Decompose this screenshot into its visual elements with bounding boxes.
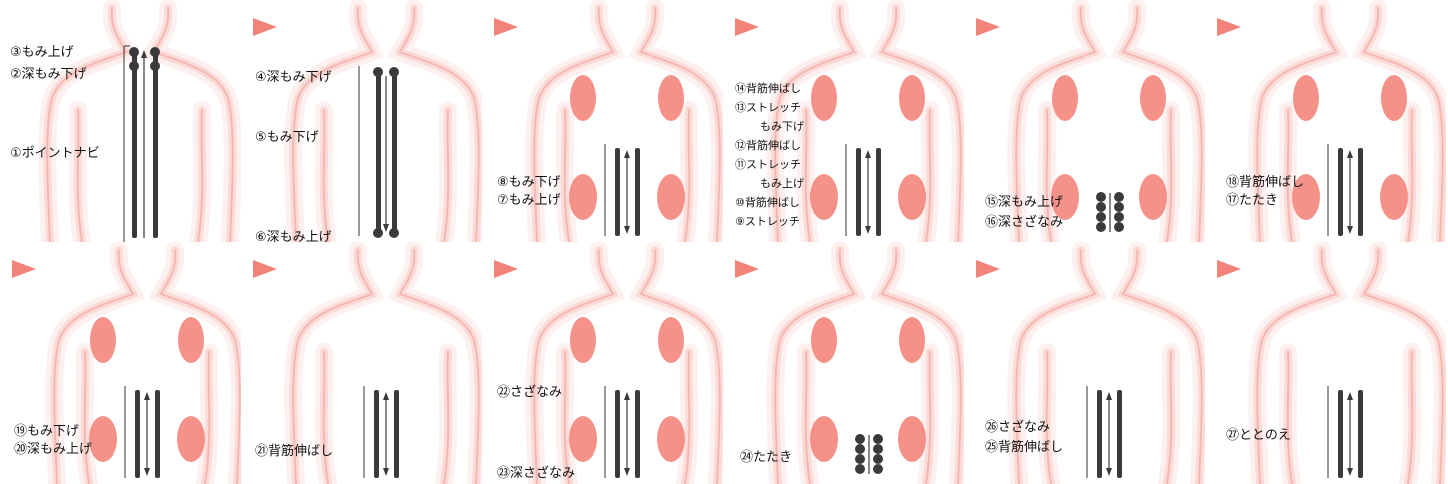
step-label: ㉖さざなみ [985,420,1050,435]
step-arrow-icon [494,260,518,278]
lower-back-zone [1380,174,1408,220]
roller-icon [605,386,640,478]
shoulder-blade-zone [1381,75,1407,121]
step-arrow-icon [12,260,36,278]
body-figure [723,242,964,484]
shoulder-blade-zone [899,75,925,121]
step-label: ⑨ストレッチ [735,215,800,228]
roller-icon [855,434,883,474]
step-label: ③もみ上げ [10,45,74,60]
step-label: ㉔たたき [740,450,792,465]
shoulder-blade-zone [570,75,596,121]
panel-2: ④深もみ下げ ⑤もみ下げ ⑥深もみ上げ [241,0,482,242]
roller-icon [359,66,399,238]
body-figure [482,242,723,484]
lower-back-zone [1139,174,1167,220]
lower-back-zone [569,416,597,462]
step-arrow-icon [976,18,1000,36]
panel-4: ⑭背筋伸ばし ⑬ストレッチもみ下げ ⑫背筋伸ばし ⑪ストレッチもみ上げ ⑩背筋伸ばし ⑨ス… [723,0,964,242]
panel-12: ㉗ととのえ [1205,242,1446,484]
step-label: ㉑背筋伸ばし [255,444,333,459]
step-label: ②深もみ下げ [10,67,87,82]
shoulder-blade-zone [658,317,684,363]
step-label: ⑰たたき [1226,193,1278,208]
step-label: ⑲もみ下げ [14,424,79,439]
step-arrow-icon [494,18,518,36]
step-arrow-icon [1217,18,1241,36]
step-label: ⑧もみ下げ [497,175,561,190]
lower-back-zone [177,416,205,462]
step-arrow-icon [253,18,277,36]
body-figure [0,0,241,242]
shoulder-blade-zone [1293,75,1319,121]
lower-back-zone [898,174,926,220]
step-label: ⑮深もみ上げ [985,195,1063,210]
step-label: ㉗ととのえ [1226,428,1291,443]
shoulder-blade-zone [90,317,116,363]
shoulder-blade-zone [1052,75,1078,121]
shoulder-blade-zone [899,317,925,363]
step-label: ①ポイントナビ [10,146,100,161]
step-label: ⑬ストレッチ [735,101,801,114]
panel-8: ㉑背筋伸ばし [241,242,482,484]
step-label: ⑦もみ上げ [497,193,561,208]
step-label: ⑳深もみ上げ [14,442,92,457]
panel-10: ㉔たたき [723,242,964,484]
step-arrow-icon [253,260,277,278]
panel-5: ⑮深もみ上げ ⑯深さざなみ [964,0,1205,242]
roller-icon [846,144,881,236]
body-outline [775,250,961,484]
panel-3: ⑧もみ下げ ⑦もみ上げ [482,0,723,242]
step-label: ⑫背筋伸ばし [735,139,801,152]
shoulder-blade-zone [811,75,837,121]
roller-icon [124,46,160,242]
lower-back-zone [657,174,685,220]
panel-6: ⑱背筋伸ばし ⑰たたき [1205,0,1446,242]
lower-back-zone [898,416,926,462]
body-figure [1205,242,1446,484]
step-label: ㉒さざなみ [497,385,562,400]
lower-back-zone [89,416,117,462]
lower-back-zone [810,416,838,462]
shoulder-blade-zone [1140,75,1166,121]
shoulder-blade-zone [658,75,684,121]
step-label: ⑥深もみ上げ [255,230,332,242]
shoulder-blade-zone [178,317,204,363]
step-label: ⑪ストレッチ [735,158,801,171]
lower-back-zone [657,416,685,462]
step-label: もみ下げ [760,120,804,133]
step-arrow-icon [735,18,759,36]
body-figure [241,0,482,242]
roller-icon [605,144,640,236]
step-label: ㉕背筋伸ばし [985,440,1063,455]
step-label: ⑤もみ下げ [255,130,319,145]
step-label: ⑭背筋伸ばし [735,82,801,95]
roller-icon [1328,386,1363,478]
panel-1: ③もみ上げ ②深もみ下げ ①ポイントナビ [0,0,241,242]
step-label: ④深もみ下げ [255,70,332,85]
step-label: ⑩背筋伸ばし [735,196,800,209]
step-label: ⑯深さざなみ [985,215,1063,230]
panel-7: ⑲もみ下げ ⑳深もみ上げ [0,242,241,484]
step-arrow-icon [735,260,759,278]
step-arrow-icon [1217,260,1241,278]
shoulder-blade-zone [570,317,596,363]
body-outline [47,8,233,242]
step-label: ㉓深さざなみ [497,466,575,481]
lower-back-zone [569,174,597,220]
roller-icon [364,386,399,478]
roller-icon [125,386,160,478]
step-label: もみ上げ [760,177,804,190]
shoulder-blade-zone [811,317,837,363]
roller-icon [1096,192,1124,232]
roller-icon [1328,144,1363,236]
lower-back-zone [810,174,838,220]
step-arrow-icon [976,260,1000,278]
step-label: ⑱背筋伸ばし [1226,175,1304,190]
roller-icon [1087,386,1122,478]
